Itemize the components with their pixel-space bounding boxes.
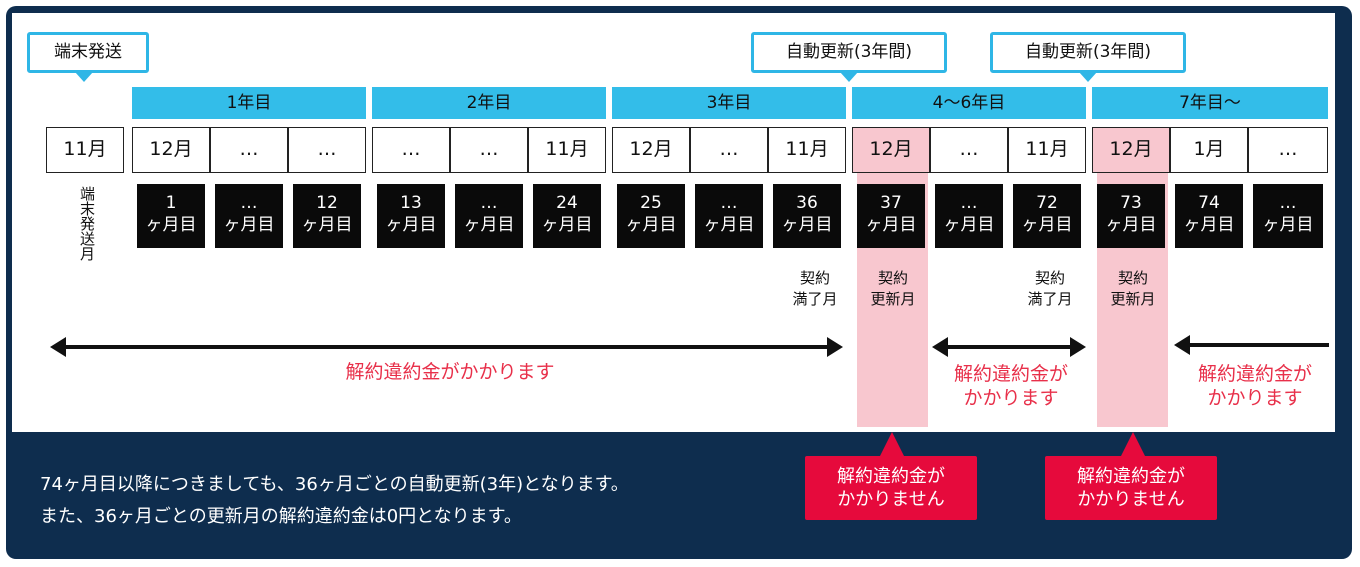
shipping-month-vertical-label: 端末発送月: [78, 186, 96, 261]
no-fee-pointer-1: [880, 432, 904, 456]
year-bar-7: 7年目〜: [1092, 87, 1328, 119]
month-cell: …: [930, 127, 1008, 173]
month-cell: 11月: [1008, 127, 1086, 173]
year-bar-1: 1年目: [132, 87, 366, 119]
month-cell: 1月: [1170, 127, 1248, 173]
month-count: …ヶ月目: [455, 184, 523, 248]
no-fee-box-2: 解約違約金がかかりません: [1045, 456, 1217, 520]
month-cell: …: [288, 127, 366, 173]
no-fee-box-1: 解約違約金がかかりません: [805, 456, 977, 520]
year-bar-2: 2年目: [372, 87, 606, 119]
year-bar-4-6: 4〜6年目: [852, 87, 1086, 119]
month-cell: …: [450, 127, 528, 173]
month-cell: …: [210, 127, 288, 173]
month-cell: …: [1248, 127, 1328, 173]
month-count: …ヶ月目: [695, 184, 763, 248]
contract-expiry-label-36: 契約満了月: [792, 269, 838, 308]
fee-arrow-mid: [932, 337, 1086, 357]
month-cell: 12月: [612, 127, 690, 173]
note-line-1: 74ヶ月目以降につきましても、36ヶ月ごとの自動更新(3年)となります。: [40, 474, 629, 495]
no-fee-pointer-2: [1121, 432, 1145, 456]
month-cell-renewal: 12月: [852, 127, 930, 173]
fee-text-right: 解約違約金がかかります: [1197, 363, 1312, 409]
month-count: …ヶ月目: [215, 184, 283, 248]
callout-shipping: 端末発送: [27, 32, 149, 73]
contract-renewal-label-73: 契約更新月: [1110, 269, 1156, 308]
month-cell: 11月: [768, 127, 846, 173]
callout-auto-renew-1-pointer: [840, 72, 858, 82]
month-cell-renewal: 12月: [1092, 127, 1170, 173]
contract-renewal-label-37: 契約更新月: [870, 269, 916, 308]
callout-auto-renew-2-pointer: [1079, 72, 1097, 82]
month-cell: 12月: [132, 127, 210, 173]
callout-auto-renew-1: 自動更新(3年間): [751, 32, 947, 73]
fee-arrow-right: [1174, 335, 1329, 355]
month-cell: …: [690, 127, 768, 173]
callout-auto-renew-2: 自動更新(3年間): [990, 32, 1186, 73]
year-bar-3: 3年目: [612, 87, 846, 119]
month-cell: 11月: [46, 127, 124, 173]
month-count: …ヶ月目: [935, 184, 1003, 248]
fee-text-main: 解約違約金がかかります: [345, 361, 555, 383]
month-cell: 11月: [528, 127, 606, 173]
month-cell: …: [372, 127, 450, 173]
renewal-column-73: [1097, 127, 1168, 427]
callout-shipping-pointer: [75, 72, 93, 82]
renewal-column-37: [857, 127, 928, 427]
note-line-2: また、36ヶ月ごとの更新月の解約違約金は0円となります。: [40, 506, 522, 527]
fee-arrow-main: [50, 337, 843, 357]
fee-text-mid: 解約違約金がかかります: [953, 363, 1068, 409]
month-count: …ヶ月目: [1253, 184, 1323, 248]
contract-expiry-label-72: 契約満了月: [1027, 269, 1073, 308]
